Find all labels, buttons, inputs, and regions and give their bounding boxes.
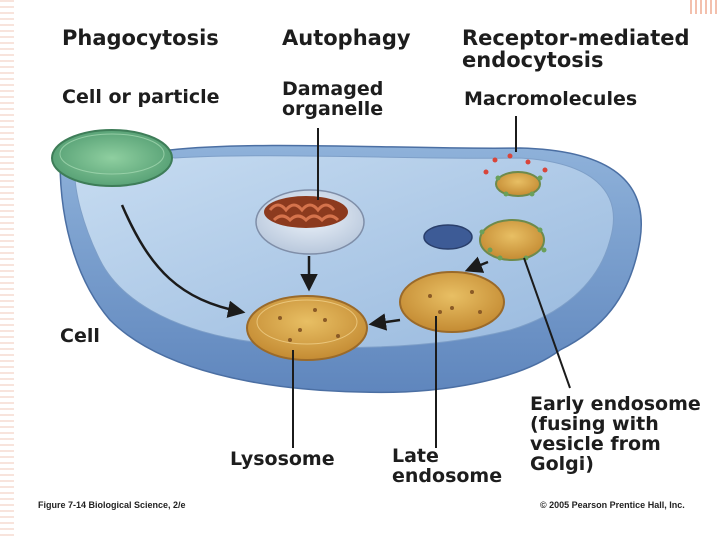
lysosome-shape: [246, 295, 368, 361]
late-endosome-shape: [399, 271, 505, 333]
early-endosome-shape: [479, 219, 545, 261]
coated-pit-shape: [495, 171, 541, 197]
phagocytosis-arrow: [120, 204, 246, 318]
corner-decoration: [0, 0, 14, 540]
corner-decoration: [690, 0, 720, 14]
label-late-endosome: Late endosome: [392, 445, 503, 487]
golgi-vesicle-shape: [423, 224, 473, 250]
cell-or-particle-shape: [51, 129, 173, 187]
damaged-organelle-shape: [264, 196, 348, 228]
late-to-lysosome-arrow: [368, 313, 401, 331]
header-autophagy: Autophagy: [282, 26, 411, 50]
early-to-late-arrow: [464, 256, 489, 273]
leader-early-endosome: [523, 257, 571, 389]
header-phagocytosis: Phagocytosis: [62, 26, 219, 50]
macromolecule-dots: [483, 153, 548, 175]
label-damaged-organelle: Damaged organelle: [282, 78, 384, 120]
label-cell-or-particle: Cell or particle: [62, 86, 220, 108]
label-macromolecules: Macromolecules: [464, 88, 638, 110]
figure-caption: Figure 7-14 Biological Science, 2/e: [38, 500, 186, 510]
label-lysosome: Lysosome: [230, 448, 335, 470]
copyright-notice: © 2005 Pearson Prentice Hall, Inc.: [540, 500, 685, 510]
header-receptor-mediated-endocytosis: Receptor-mediated endocytosis: [462, 26, 690, 73]
label-early-endosome: Early endosome (fusing with vesicle from…: [530, 393, 701, 475]
label-cell: Cell: [60, 325, 100, 347]
